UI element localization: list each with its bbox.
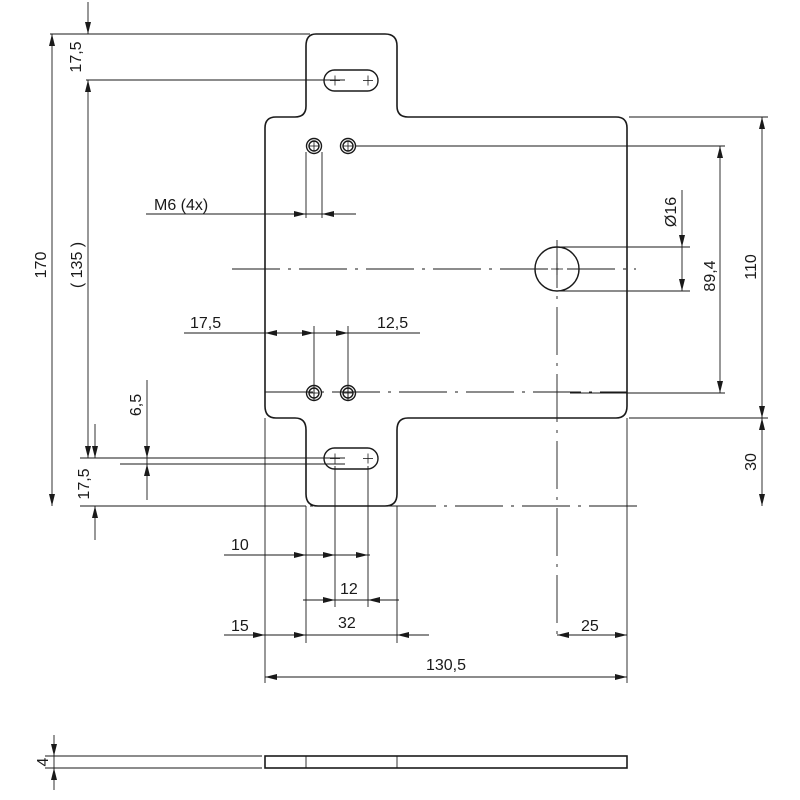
- dim-170: 170: [33, 252, 50, 279]
- m6-hole-top-right: [339, 137, 357, 155]
- slot-bottom-markers: [330, 453, 373, 464]
- dim-4: 4: [35, 757, 52, 766]
- slot-top-markers: [330, 75, 373, 86]
- dim-10: 10: [231, 537, 249, 554]
- dim-17-5-mid: 17,5: [190, 315, 221, 332]
- dim-17-5-top: 17,5: [68, 41, 85, 72]
- dim-6-5: 6,5: [128, 394, 145, 416]
- arrowheads: [49, 22, 765, 780]
- dim-diameter-16: Ø16: [663, 197, 680, 227]
- dim-30: 30: [743, 453, 760, 471]
- dim-15: 15: [231, 618, 249, 635]
- dim-12-5: 12,5: [377, 315, 408, 332]
- dim-25: 25: [581, 618, 599, 635]
- dim-17-5-bottom: 17,5: [76, 468, 93, 499]
- dim-12: 12: [340, 581, 358, 598]
- dim-89-4: 89,4: [702, 260, 719, 291]
- dim-135: ( 135 ): [69, 242, 86, 288]
- dim-32: 32: [338, 615, 356, 632]
- m6-hole-top-left: [305, 137, 323, 155]
- dim-m6: M6 (4x): [154, 197, 208, 214]
- dimension-lines: [45, 2, 768, 790]
- side-view-plate: [264, 755, 628, 769]
- dim-110: 110: [743, 254, 760, 280]
- slot-top: [323, 69, 379, 92]
- slot-bottom: [323, 447, 379, 470]
- center-lines: [120, 240, 640, 640]
- dim-130-5: 130,5: [426, 657, 466, 674]
- plate-outline: [264, 33, 628, 507]
